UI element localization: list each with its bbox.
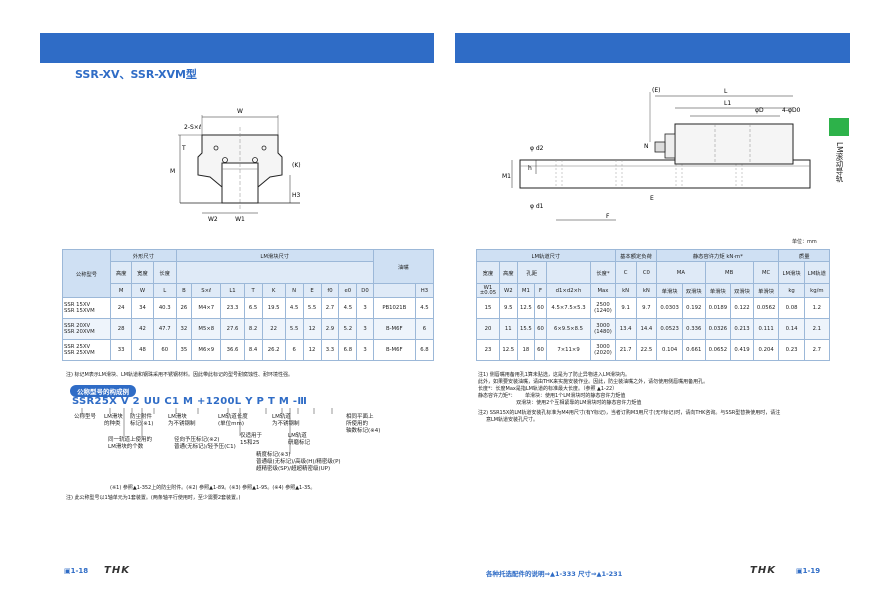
dim-d1: φ d1 (530, 203, 544, 210)
col-length: 长度 (152, 261, 177, 284)
left-spec-table: 公称型号 外形尺寸 LM滑块尺寸 油嘴 高度 宽度 长度 M W L B S×ℓ… (62, 249, 435, 361)
label-only-15-25: 仅适用于 15和25 (240, 433, 263, 446)
col-outer: 外形尺寸 (110, 249, 177, 262)
dim-m: M (170, 168, 175, 175)
dim-h3: H3 (292, 192, 301, 199)
right-thk-logo: THK (750, 565, 776, 576)
label-accuracy: 精度标记(※3) 普通级(无标记)/高级(H)/精密级(P) 超精密级(SP)/… (256, 452, 341, 472)
right-note-0: 注1) 侧唇嘴用备用孔1算未贴选，这是为了防止异物进入LM滑块内。 (478, 372, 631, 378)
right-note-5: 注2) SSR15X的LM轨道安装孔标准为M4用尺寸(有Y标记)，当者订购M3用… (478, 410, 781, 416)
page-heading: SSR-XV、SSR-XVM型 (75, 68, 197, 81)
label-block-type: LM滑块 的种类 (104, 414, 123, 427)
right-footer-links[interactable]: 各种托选配件的说明⇒▲1-333 尺寸⇒▲1-231 (486, 570, 623, 578)
label-axes: 相同平面上 所使用的 轴数标记(※4) (346, 414, 381, 434)
side-tab-marker (829, 118, 849, 136)
dim-e: (E) (652, 87, 660, 94)
composition-footnote: (※1) 参照▲1-352上的防尘附件。(※2) 参照▲1-89。(※3) 参照… (110, 485, 316, 491)
unit-note: 单位：mm (792, 239, 817, 245)
dim-holes: 4-φD0 (782, 107, 801, 114)
dim-h: h (528, 165, 532, 172)
dim-l: L (724, 88, 728, 95)
dim-n: N (644, 143, 649, 150)
dim-w1: W1 (235, 216, 245, 223)
composition-note2: 注) 此公称型号以1轴单元为1套装置。(两条轴平行使用时，至少需要2套装置。) (66, 495, 241, 501)
composition-leader-lines (81, 408, 333, 454)
right-header-bar (455, 33, 850, 63)
right-note-1: 此外，如果要安装油嘴，请由THK来实施安装作业。因此，防尘装油嘴之外，请勿使用侧… (478, 379, 709, 385)
right-note-3: 静态容许力矩*： 单滑块：使用1个LM滑块时的静态容许力矩值 (478, 393, 626, 399)
dim-od: φD (755, 107, 764, 114)
dim-w: W (237, 108, 243, 115)
right-page-number: ▣1-19 (796, 567, 821, 575)
dim-w2: W2 (208, 216, 218, 223)
label-block-stainless: LM滑块 为不锈钢制 (168, 414, 196, 427)
label-rail-stainless: LM轨道 为不锈钢制 (272, 414, 300, 427)
col-model: 公称型号 (62, 249, 111, 298)
right-note-6: 意LM轨道安装孔尺寸。 (478, 417, 539, 423)
model-code: SSR25X V 2 UU C1 M +1200L Y P T M -Ⅲ (72, 396, 308, 407)
col-height: 高度 (109, 261, 133, 284)
col-grease: 油嘴 (372, 249, 435, 284)
side-tab-label: LM滚动导轨 (835, 142, 844, 183)
dim-e2: E (650, 195, 654, 202)
dim-f: F (606, 213, 610, 220)
label-preload: 径向予压标记(※2) 普通(无标记)/轻予压(C1) (174, 437, 236, 450)
cross-section-drawing: W 2-S×ℓ T M (K) H3 W2 W1 (170, 108, 301, 223)
right-note-4: 双滑块：使用2个互相紧靠的LM滑块时的静态容许力矩值 (478, 400, 642, 406)
dim-t: T (181, 145, 186, 152)
label-rail-length: LM轨道长度 (单位mm) (218, 414, 248, 427)
dim-l1: L1 (724, 100, 731, 107)
left-header-bar (40, 33, 434, 63)
label-rail-ground: LM轨道 研磨标记 (288, 433, 311, 446)
label-model: 公称型号 (74, 414, 97, 420)
col-block: LM滑块尺寸 (175, 249, 374, 262)
dim-m1: M1 (502, 173, 511, 180)
right-note-2: 长度*：长度Max是指LM轨道的标准最大长度。（参照 ▲1-22） (478, 386, 618, 392)
label-block-count: 同一轨道上使用的 LM滑块的个数 (108, 437, 153, 450)
dim-sx: 2-S×ℓ (184, 124, 201, 131)
col-width: 宽度 (131, 261, 154, 284)
label-seal: 防尘附件 标记(※1) (130, 414, 154, 427)
right-spec-table: LM轨道尺寸 基本额定负荷 静态容许力矩 kN·m* 质量 宽度 高度 孔距 长… (476, 249, 831, 361)
side-view-drawing: (E) L L1 φD 4-φD0 φ d2 N h M1 φ d1 F E (502, 87, 811, 221)
left-thk-logo: THK (104, 565, 130, 576)
left-page-number: ▣1-18 (64, 567, 89, 575)
left-table-note: 注) 标记M表示LM滑块、LM轨道和钢珠采用不锈钢材料。因此带此标记的型号耐腐蚀… (66, 372, 294, 378)
dim-d2: φ d2 (530, 145, 544, 152)
composition-title: 公称型号的构成例 (70, 385, 136, 397)
dim-k: (K) (292, 162, 301, 169)
